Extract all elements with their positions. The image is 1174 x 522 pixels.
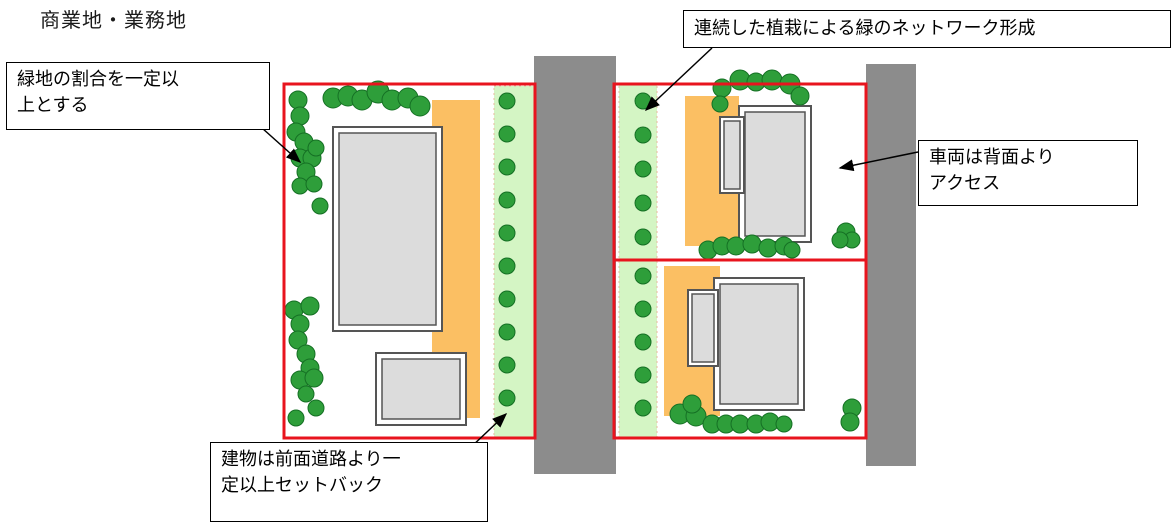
leader-network	[644, 47, 713, 112]
tree	[498, 290, 516, 308]
tree	[840, 412, 860, 432]
tree	[290, 314, 310, 334]
tree	[634, 366, 652, 384]
tree-group	[284, 69, 862, 434]
road-center	[534, 56, 616, 474]
tree	[761, 69, 783, 91]
building-left-small	[375, 352, 467, 426]
tree	[634, 267, 652, 285]
callout-setback: 建物は前面道路より一 定以上セットバック	[210, 442, 488, 522]
tree	[758, 238, 778, 258]
tree	[634, 228, 652, 246]
building-right-bottom-annex	[687, 289, 719, 367]
page-title: 商業地・業務地	[40, 8, 187, 32]
tree	[498, 389, 516, 407]
tree	[300, 296, 320, 316]
callout-green-ratio: 緑地の割合を一定以 上とする	[6, 62, 270, 130]
tree	[307, 139, 325, 157]
tree	[297, 385, 315, 403]
tree	[742, 234, 762, 254]
tree	[783, 241, 801, 259]
building-right-bottom-main	[713, 277, 805, 411]
leader-vehicle	[838, 151, 919, 172]
tree	[305, 175, 323, 193]
tree	[634, 399, 652, 417]
tree	[498, 191, 516, 209]
tree	[287, 409, 305, 427]
tree	[498, 257, 516, 275]
tree	[634, 160, 652, 178]
leader-green-ratio	[261, 127, 302, 164]
tree	[682, 394, 702, 414]
callout-vehicle-access: 車両は背面より アクセス	[918, 140, 1138, 206]
building-left-main	[332, 126, 443, 332]
tree	[288, 90, 308, 110]
tree	[790, 86, 810, 106]
tree	[291, 177, 309, 195]
tree	[498, 92, 516, 110]
tree	[311, 197, 329, 215]
building-right-top-annex	[719, 116, 745, 194]
site-plan-svg	[261, 47, 919, 474]
tree	[831, 231, 849, 249]
tree	[711, 95, 729, 113]
tree	[304, 368, 324, 388]
tree	[726, 236, 746, 256]
tree	[307, 399, 325, 417]
lot-border-right-bottom	[612, 258, 868, 440]
lot-border-left	[282, 82, 537, 440]
tree	[290, 106, 310, 126]
tree	[634, 126, 652, 144]
tree	[775, 415, 793, 433]
tree	[498, 125, 516, 143]
tree	[634, 333, 652, 351]
tree	[409, 95, 431, 117]
road-right	[866, 64, 916, 466]
tree	[498, 158, 516, 176]
tree	[730, 414, 750, 434]
building-right-top-main	[738, 105, 812, 243]
tree	[498, 224, 516, 242]
callout-green-network: 連続した植栽による緑のネットワーク形成	[683, 10, 1171, 48]
tree	[498, 356, 516, 374]
tree	[498, 323, 516, 341]
tree	[634, 300, 652, 318]
site-plan-diagram: 商業地・業務地	[6, 8, 1171, 522]
tree	[634, 194, 652, 212]
tree	[712, 78, 732, 98]
